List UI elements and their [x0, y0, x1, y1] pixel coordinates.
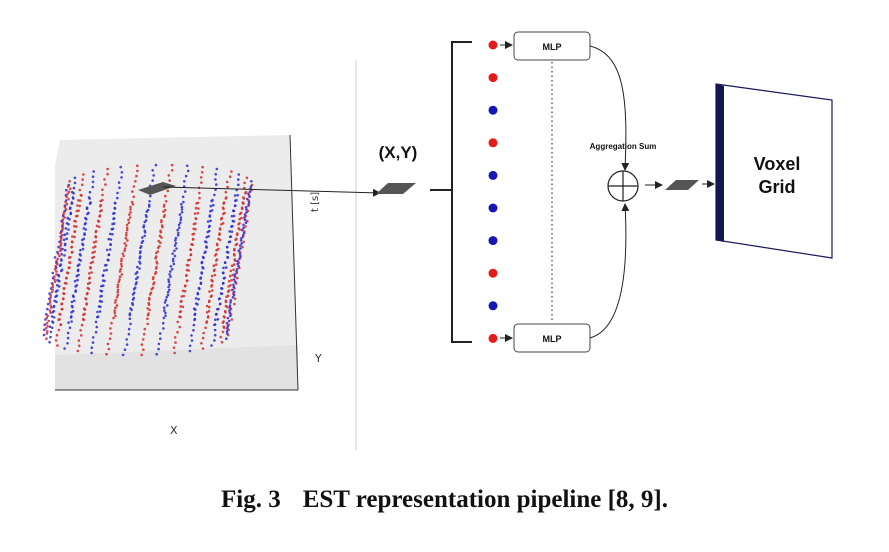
event-dot-red — [488, 268, 498, 278]
plot-back-pane — [55, 135, 298, 390]
output-patch — [665, 180, 699, 190]
event-dot-blue — [488, 170, 498, 180]
event-point-cloud — [42, 163, 254, 357]
t-axis-label: t [s] — [310, 192, 321, 212]
voxel-grid-label-line-1: Voxel — [754, 154, 801, 174]
mlp-top-to-sum-curve — [589, 45, 630, 171]
aggregation-label: Aggregation Sum — [590, 142, 657, 151]
mlp-bottom-label: MLP — [543, 334, 562, 344]
x-axis-label: X — [170, 424, 178, 437]
voxel-grid-label-line-2: Grid — [758, 177, 795, 197]
event-dot-blue — [488, 203, 498, 213]
plot-floor-pane — [55, 345, 298, 390]
figure-caption-text: EST representation pipeline [8, 9]. — [302, 486, 669, 513]
figure-number: Fig. 3 — [220, 486, 281, 513]
event-dot-column — [488, 40, 498, 343]
mlp-bottom: MLP — [500, 323, 591, 353]
coordinate-label: (X,Y) — [379, 143, 418, 162]
mlp-bottom-to-sum-curve — [589, 203, 630, 339]
event-dot-blue — [488, 236, 498, 246]
patch-to-coordinate-arrow — [162, 186, 381, 197]
y-axis-label: Y — [314, 352, 322, 365]
voxel-grid: Voxel Grid — [715, 83, 833, 259]
event-dot-red — [488, 333, 498, 343]
figure-caption: Fig. 3 EST representation pipeline [8, 9]… — [0, 486, 889, 514]
coordinate-patch — [376, 183, 416, 194]
event-dot-blue — [488, 301, 498, 311]
event-dot-blue — [488, 105, 498, 115]
aggregation-sum-icon — [607, 170, 639, 202]
plot-pixel-patch — [138, 182, 176, 195]
mlp-top-label: MLP — [543, 42, 562, 52]
event-3d-plot: X Y t [s] — [0, 60, 357, 450]
event-dot-red — [488, 73, 498, 83]
event-dot-red — [488, 138, 498, 148]
pipeline-diagram: X Y t [s] (X,Y) MLP MLP Aggregation Sum — [0, 31, 833, 450]
event-bracket — [430, 41, 472, 343]
voxel-grid-edge — [716, 84, 724, 242]
mlp-top: MLP — [500, 31, 591, 61]
plot-axis-edge — [289, 134, 299, 391]
event-dot-red — [488, 40, 498, 50]
